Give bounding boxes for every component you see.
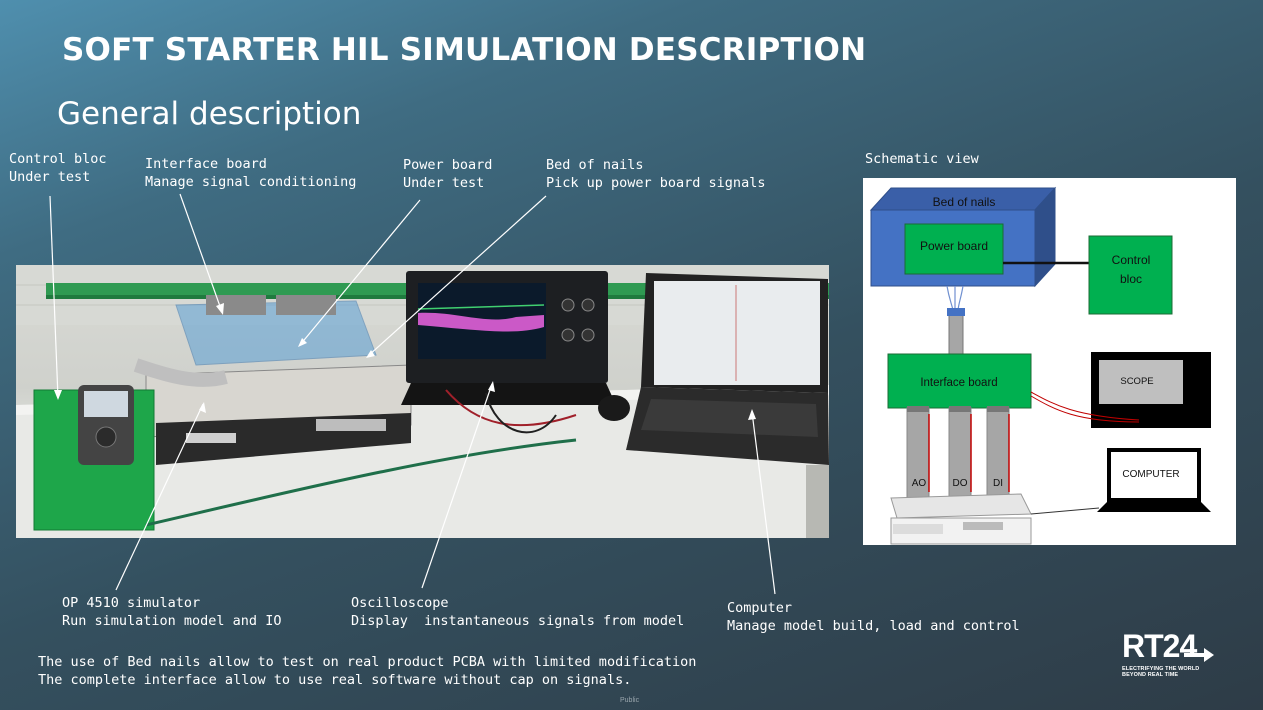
computer-label: COMPUTER <box>1122 469 1179 480</box>
note-line-2: The complete interface allow to use real… <box>38 672 632 688</box>
scope-label: SCOPE <box>1120 376 1153 387</box>
callout-interface-board: Interface board Manage signal conditioni… <box>145 155 356 191</box>
callout-op4510-title: OP 4510 simulator <box>62 595 201 611</box>
callout-control-bloc-title: Control bloc <box>9 151 107 167</box>
test-bench-photo <box>16 265 829 538</box>
callout-computer-desc: Manage model build, load and control <box>727 618 1020 634</box>
slide-title: SOFT STARTER HIL SIMULATION DESCRIPTION <box>62 32 867 68</box>
interface-board-box <box>887 353 1032 409</box>
classification-label: Public <box>620 697 640 704</box>
callout-oscilloscope-desc: Display instantaneous signals from model <box>351 613 685 629</box>
callout-interface-board-desc: Manage signal conditioning <box>145 174 357 190</box>
callout-power-board-title: Power board <box>403 157 493 173</box>
callout-bed-of-nails-title: Bed of nails <box>546 157 644 173</box>
callout-oscilloscope: Oscilloscope Display instantaneous signa… <box>351 594 684 630</box>
note-line-1: The use of Bed nails allow to test on re… <box>38 654 697 670</box>
schematic-heading: Schematic view <box>865 151 979 167</box>
callout-oscilloscope-title: Oscilloscope <box>351 595 449 611</box>
control-bloc-box <box>1088 235 1173 315</box>
callout-power-board-desc: Under test <box>403 175 485 191</box>
control-bloc-label-2: bloc <box>1120 272 1142 286</box>
computer-box <box>1107 448 1201 502</box>
test-bench-illustration <box>16 265 829 538</box>
di-label: DI <box>993 478 1003 489</box>
callout-control-bloc: Control bloc Under test <box>9 150 107 186</box>
callout-op4510: OP 4510 simulator Run simulation model a… <box>62 594 281 630</box>
power-board-label: Power board <box>920 239 988 253</box>
power-board-box <box>904 223 1004 275</box>
notes: The use of Bed nails allow to test on re… <box>38 653 696 689</box>
bed-of-nails-label: Bed of nails <box>933 195 996 209</box>
schematic-svg: Bed of nails Power board Control bloc In… <box>869 186 1211 545</box>
callout-bed-of-nails: Bed of nails Pick up power board signals <box>546 156 765 192</box>
callout-control-bloc-desc: Under test <box>9 169 91 185</box>
rt24-logo: RT24 ELECTRIFYING THE WORLD BEYOND REAL … <box>1122 630 1214 682</box>
callout-bed-of-nails-desc: Pick up power board signals <box>546 175 766 191</box>
do-label: DO <box>953 478 968 489</box>
callout-power-board: Power board Under test <box>403 156 492 192</box>
callout-computer: Computer Manage model build, load and co… <box>727 599 1020 635</box>
schematic-diagram: Bed of nails Power board Control bloc In… <box>863 178 1236 545</box>
ao-label: AO <box>912 478 927 489</box>
logo-tagline-2: BEYOND REAL TIME <box>1122 672 1179 678</box>
callout-op4510-desc: Run simulation model and IO <box>62 613 282 629</box>
logo-arrow-icon <box>1184 648 1214 662</box>
control-bloc-label-1: Control <box>1112 253 1151 267</box>
callout-computer-title: Computer <box>727 600 793 616</box>
logo-tagline-1: ELECTRIFYING THE WORLD <box>1122 666 1200 672</box>
slide-subtitle: General description <box>57 96 362 132</box>
callout-interface-board-title: Interface board <box>145 156 267 172</box>
interface-board-label: Interface board <box>920 377 997 389</box>
